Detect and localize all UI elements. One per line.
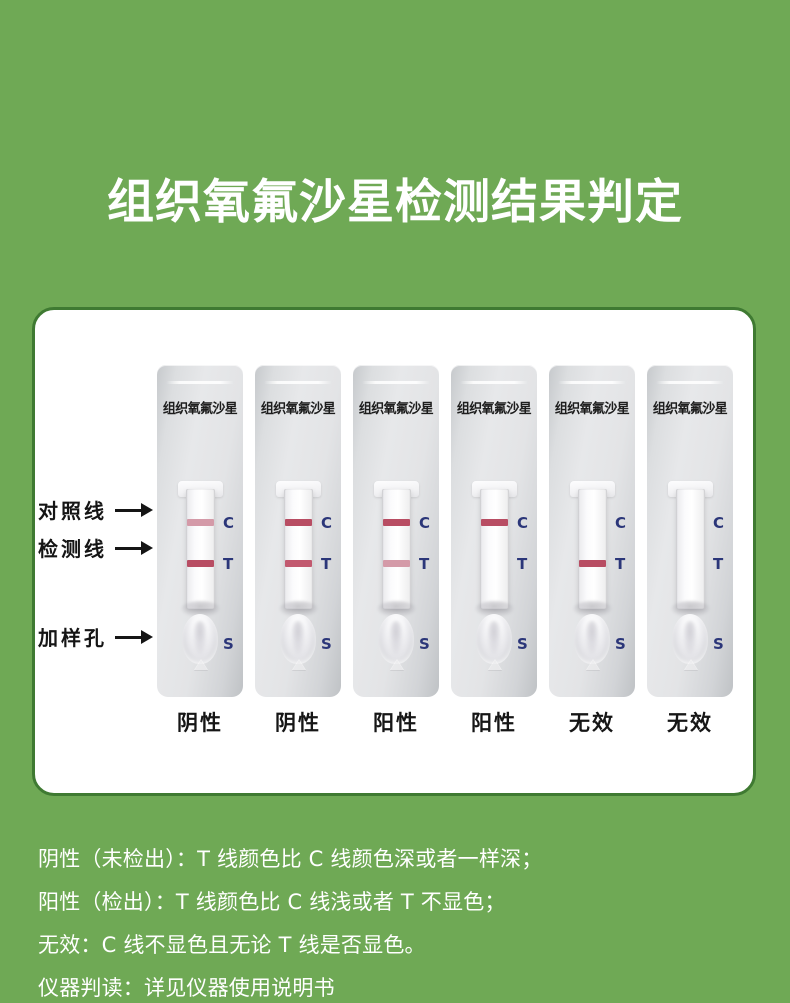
letter-s-label: S (713, 635, 724, 653)
annotation-sample-well: 加样孔 (38, 622, 153, 651)
strip-verdict-label: 阴性 (275, 710, 321, 735)
letter-t-label: T (615, 555, 626, 573)
sample-well (574, 614, 610, 664)
sample-well (280, 614, 316, 664)
arrow-up-icon (684, 659, 698, 670)
result-window-shadow (377, 601, 416, 617)
letter-c-label: C (713, 514, 725, 532)
test-strip-2: 组织氧氟沙星 C T S 阴性 (255, 365, 341, 745)
result-window (578, 489, 607, 609)
test-band (579, 560, 606, 567)
letter-s-label: S (223, 635, 234, 653)
letter-s-label: S (517, 635, 528, 653)
strip-verdict-label: 阳性 (373, 710, 419, 735)
legend-line-3: 无效：C 线不显色且无论 T 线是否显色。 (38, 933, 426, 957)
letter-t-label: T (713, 555, 724, 573)
arrow-right-icon (115, 503, 153, 517)
test-strip-row: 组织氧氟沙星 C T S 阴性 组织氧氟沙星 C T S 阴性 组织氧氟沙星 C T S 阳性 组织氧氟沙星 C… (157, 365, 749, 745)
cassette-body: 组织氧氟沙星 C T S (647, 365, 733, 697)
cassette-brand-label: 组织氧氟沙星 (260, 401, 336, 417)
result-window (676, 489, 705, 609)
result-window-shadow (671, 601, 710, 617)
letter-t-label: T (517, 555, 528, 573)
letter-s-label: S (419, 635, 430, 653)
test-band (285, 560, 312, 567)
cassette-body: 组织氧氟沙星 C T S (353, 365, 439, 697)
result-window (382, 489, 411, 609)
cassette-body: 组织氧氟沙星 C T S (451, 365, 537, 697)
result-window-shadow (279, 601, 318, 617)
result-window-shadow (181, 601, 220, 617)
cassette-body: 组织氧氟沙星 C T S (549, 365, 635, 697)
arrow-up-icon (292, 659, 306, 670)
letter-c-label: C (321, 514, 333, 532)
legend-line-2: 阳性（检出）：T 线颜色比 C 线浅或者 T 不显色； (38, 890, 506, 914)
test-band (187, 560, 214, 567)
cassette-brand-label: 组织氧氟沙星 (652, 401, 728, 417)
sample-well (378, 614, 414, 664)
letter-s-label: S (321, 635, 332, 653)
sample-well (182, 614, 218, 664)
letter-t-label: T (223, 555, 234, 573)
legend-line-4: 仪器判读：详见仪器使用说明书 (38, 976, 335, 1000)
control-band (481, 519, 508, 526)
strip-verdict-label: 阴性 (177, 710, 223, 735)
test-strip-4: 组织氧氟沙星 C T S 阳性 (451, 365, 537, 745)
letter-c-label: C (615, 514, 627, 532)
strip-verdict-label: 无效 (667, 710, 713, 735)
annotation-control-line: 对照线 (38, 495, 153, 524)
annotation-test-line-label: 检测线 (38, 537, 107, 561)
test-strip-6: 组织氧氟沙星 C T S 无效 (647, 365, 733, 745)
strip-verdict-label: 阳性 (471, 710, 517, 735)
arrow-right-icon (115, 541, 153, 555)
letter-s-label: S (615, 635, 626, 653)
page-title: 组织氧氟沙星检测结果判定 (107, 175, 683, 228)
arrow-up-icon (390, 659, 404, 670)
cassette-body: 组织氧氟沙星 C T S (157, 365, 243, 697)
annotation-sample-well-label: 加样孔 (38, 626, 107, 650)
test-band (383, 560, 410, 567)
annotation-control-line-label: 对照线 (38, 499, 107, 523)
result-window-shadow (475, 601, 514, 617)
cassette-brand-label: 组织氧氟沙星 (554, 401, 630, 417)
sample-well (672, 614, 708, 664)
result-window (284, 489, 313, 609)
result-window-shadow (573, 601, 612, 617)
result-window (186, 489, 215, 609)
test-strip-3: 组织氧氟沙星 C T S 阳性 (353, 365, 439, 745)
letter-c-label: C (517, 514, 529, 532)
legend-block: 阴性（未检出）：T 线颜色比 C 线颜色深或者一样深； 阳性（检出）：T 线颜色比… (38, 838, 790, 1003)
letter-c-label: C (223, 514, 235, 532)
cassette-brand-label: 组织氧氟沙星 (162, 401, 238, 417)
cassette-brand-label: 组织氧氟沙星 (456, 401, 532, 417)
letter-t-label: T (419, 555, 430, 573)
arrow-up-icon (586, 659, 600, 670)
arrow-up-icon (488, 659, 502, 670)
arrow-up-icon (194, 659, 208, 670)
sample-well (476, 614, 512, 664)
strip-verdict-label: 无效 (569, 710, 615, 735)
control-band (383, 519, 410, 526)
control-band (285, 519, 312, 526)
letter-t-label: T (321, 555, 332, 573)
cassette-body: 组织氧氟沙星 C T S (255, 365, 341, 697)
annotation-test-line: 检测线 (38, 533, 153, 562)
cassette-brand-label: 组织氧氟沙星 (358, 401, 434, 417)
control-band (187, 519, 214, 526)
test-strip-5: 组织氧氟沙星 C T S 无效 (549, 365, 635, 745)
arrow-right-icon (115, 630, 153, 644)
test-strip-1: 组织氧氟沙星 C T S 阴性 (157, 365, 243, 745)
legend-line-1: 阴性（未检出）：T 线颜色比 C 线颜色深或者一样深； (38, 847, 543, 871)
letter-c-label: C (419, 514, 431, 532)
result-window (480, 489, 509, 609)
